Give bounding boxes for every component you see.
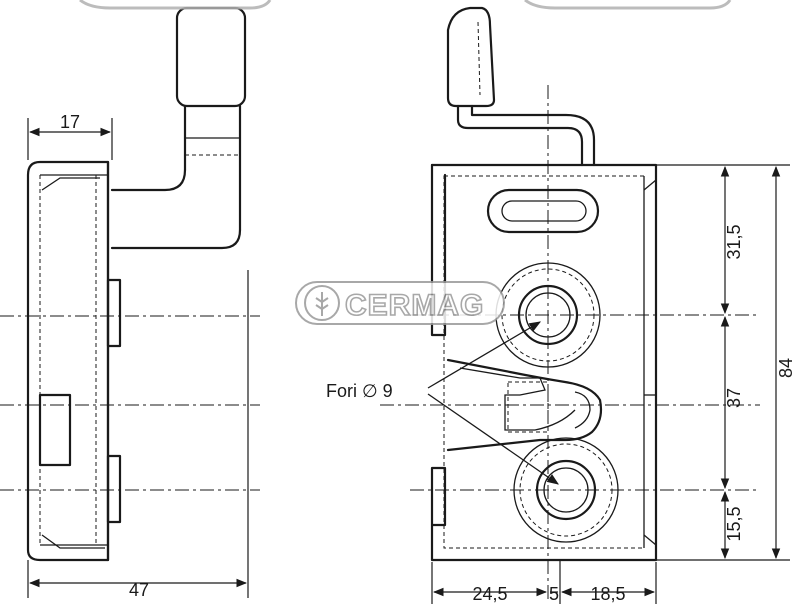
front-view: Fori ∅ 9 24,5 5 18,5 31,5 37 15,5 84 (326, 6, 796, 604)
watermark-brand: CERMAG (345, 289, 484, 322)
side-handle-arm (110, 168, 187, 192)
side-body (26, 160, 110, 562)
dim-side-bottom: 47 (129, 580, 149, 600)
dim-right-bottom: 15,5 (724, 506, 744, 541)
side-handle-grip (175, 6, 247, 108)
side-tab-upper (106, 278, 122, 348)
latch-spring (446, 358, 603, 452)
dim-right-total: 84 (776, 358, 796, 378)
holes-callout: Fori ∅ 9 (326, 381, 393, 401)
side-tab-lower (106, 454, 122, 524)
dim-bottom-right: 18,5 (590, 584, 625, 604)
dim-side-top: 17 (60, 112, 80, 132)
dim-bottom-mid: 5 (549, 584, 559, 604)
dim-right-mid: 37 (724, 388, 744, 408)
side-view: 17 47 (0, 6, 260, 600)
dim-right-top: 31,5 (724, 224, 744, 259)
dim-bottom-left: 24,5 (472, 584, 507, 604)
front-body (430, 163, 658, 562)
cermag-watermark: CERMAG (79, 0, 732, 325)
side-window (38, 393, 72, 467)
front-slot (486, 188, 600, 234)
front-handle-arm (456, 104, 584, 167)
front-handle-grip (446, 6, 496, 108)
